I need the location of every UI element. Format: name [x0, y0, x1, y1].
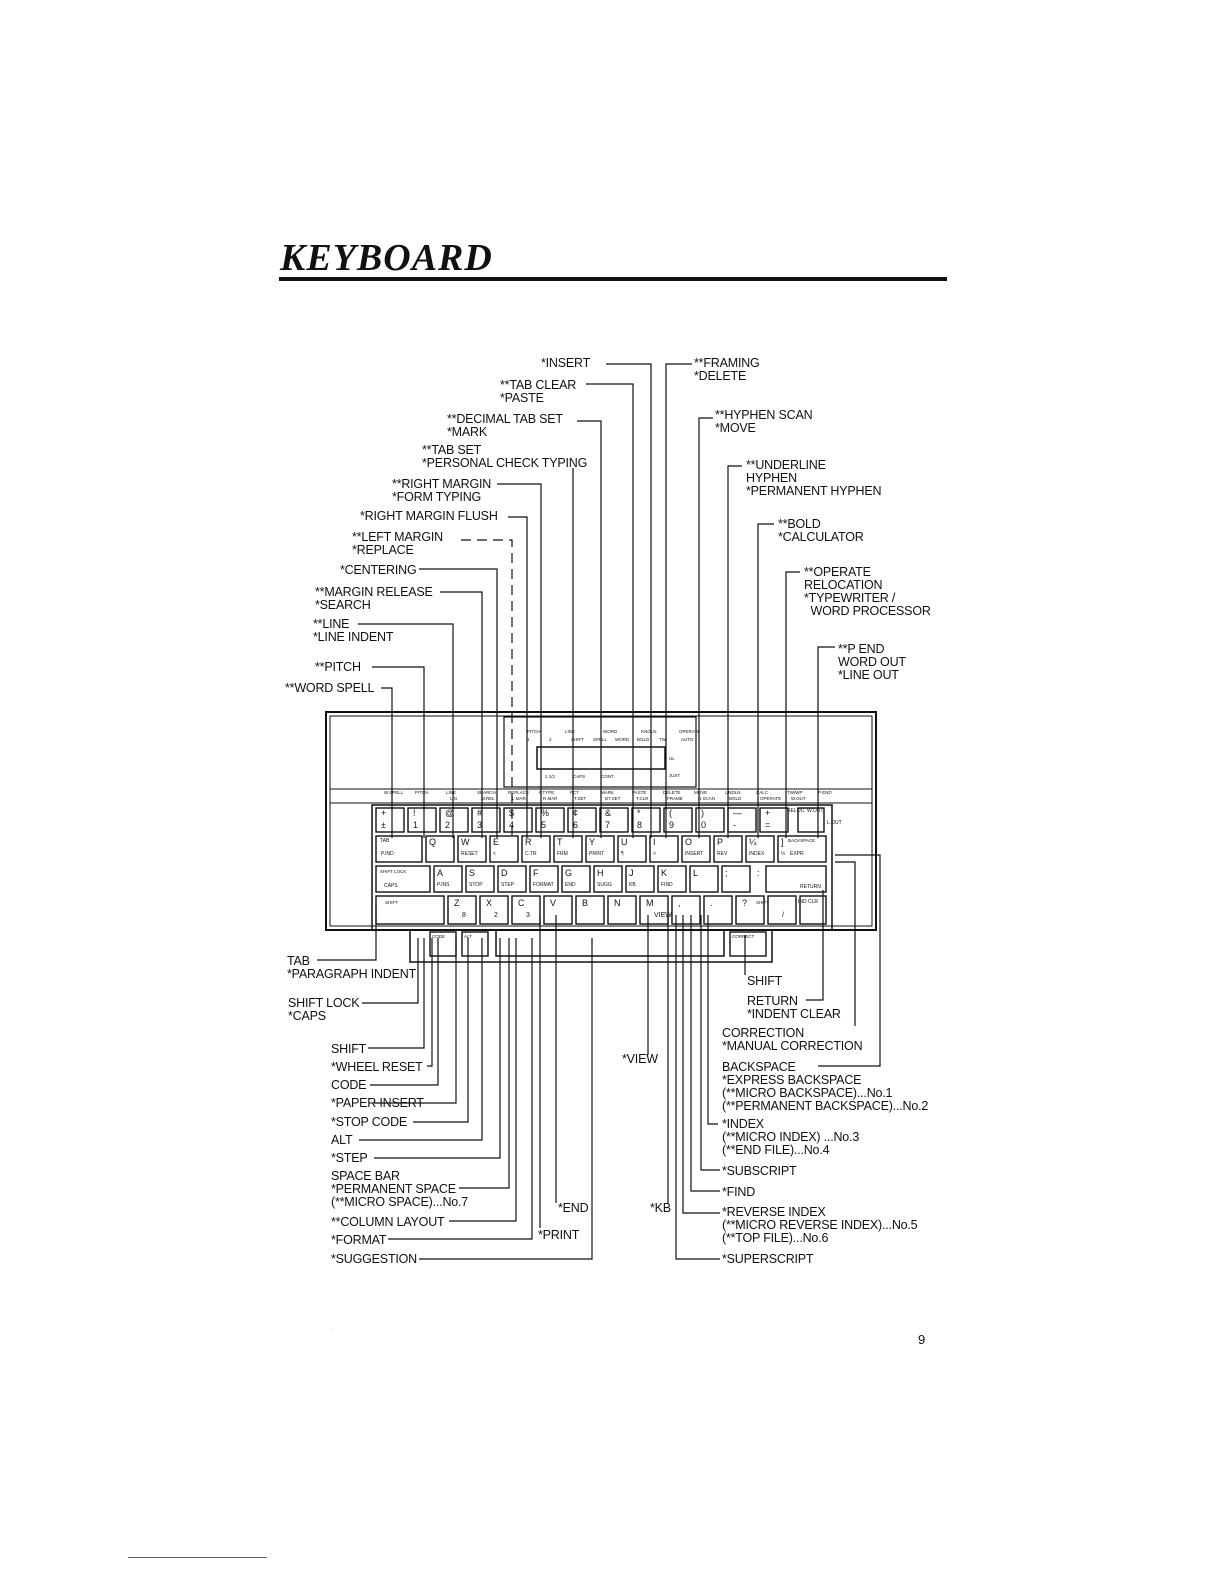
label-tab-clear: **TAB CLEAR *PASTE [500, 378, 577, 405]
label-code: CODE [331, 1078, 367, 1092]
label-paper-insert: *PAPER INSERT [331, 1096, 424, 1110]
key-grid [375, 807, 827, 957]
label-framing: **FRAMING *DELETE [694, 356, 760, 383]
typewriter-diagram [325, 711, 877, 963]
label-step: *STEP [331, 1151, 368, 1165]
label-wheel-reset: *WHEEL RESET [331, 1060, 423, 1074]
label-bold: **BOLD *CALCULATOR [778, 517, 864, 544]
label-subscript: *SUBSCRIPT [722, 1164, 797, 1178]
label-stop-code: *STOP CODE [331, 1115, 408, 1129]
label-correction: CORRECTION *MANUAL CORRECTION [722, 1026, 863, 1053]
label-format: *FORMAT [331, 1233, 387, 1247]
label-line: **LINE *LINE INDENT [313, 617, 394, 644]
page-number: 9 [918, 1332, 926, 1347]
title-rule [279, 277, 947, 281]
label-kb: *KB [650, 1201, 671, 1215]
label-shift-right: SHIFT [747, 974, 783, 988]
faint-mark: . [330, 1322, 333, 1332]
label-tab: TAB *PARAGRAPH INDENT [287, 954, 417, 981]
label-centering: *CENTERING [340, 563, 417, 577]
label-shift-left: SHIFT [331, 1042, 367, 1056]
label-backspace: BACKSPACE *EXPRESS BACKSPACE (**MICRO BA… [722, 1060, 929, 1113]
label-reverse-index: *REVERSE INDEX (**MICRO REVERSE INDEX)..… [722, 1205, 918, 1245]
label-hyphen-scan: **HYPHEN SCAN *MOVE [715, 408, 813, 435]
footer-rule [128, 1557, 267, 1558]
label-margin-release: **MARGIN RELEASE *SEARCH [315, 585, 433, 612]
label-right-margin: **RIGHT MARGIN *FORM TYPING [392, 477, 492, 504]
label-view: *VIEW [622, 1052, 658, 1066]
page-title: KEYBOARD [280, 237, 493, 279]
label-tab-set: **TAB SET *PERSONAL CHECK TYPING [422, 443, 588, 470]
label-end: *END [558, 1201, 589, 1215]
label-return: RETURN *INDENT CLEAR [747, 994, 841, 1021]
label-suggestion: *SUGGESTION [331, 1252, 418, 1266]
label-p-end: **P END WORD OUT *LINE OUT [838, 642, 906, 682]
label-operate: **OPERATE RELOCATION *TYPEWRITER / WORD … [804, 565, 931, 618]
label-word-spell: **WORD SPELL [285, 681, 375, 695]
label-superscript: *SUPERSCRIPT [722, 1252, 814, 1266]
label-alt: ALT [331, 1133, 353, 1147]
label-index: *INDEX (**MICRO INDEX) ...No.3 (**END FI… [722, 1117, 860, 1157]
label-rm-flush: *RIGHT MARGIN FLUSH [360, 509, 498, 523]
label-find: *FIND [722, 1185, 756, 1199]
label-shift-lock: SHIFT LOCK *CAPS [288, 996, 360, 1023]
label-column-layout: **COLUMN LAYOUT [331, 1215, 445, 1229]
label-underline: **UNDERLINE HYPHEN *PERMANENT HYPHEN [746, 458, 882, 498]
label-left-margin: **LEFT MARGIN *REPLACE [352, 530, 443, 557]
label-space-bar: SPACE BAR *PERMANENT SPACE (**MICRO SPAC… [331, 1169, 469, 1209]
label-insert: *INSERT [541, 356, 591, 370]
label-pitch: **PITCH [315, 660, 361, 674]
label-print: *PRINT [538, 1228, 580, 1242]
label-decimal-tab: **DECIMAL TAB SET *MARK [447, 412, 563, 439]
